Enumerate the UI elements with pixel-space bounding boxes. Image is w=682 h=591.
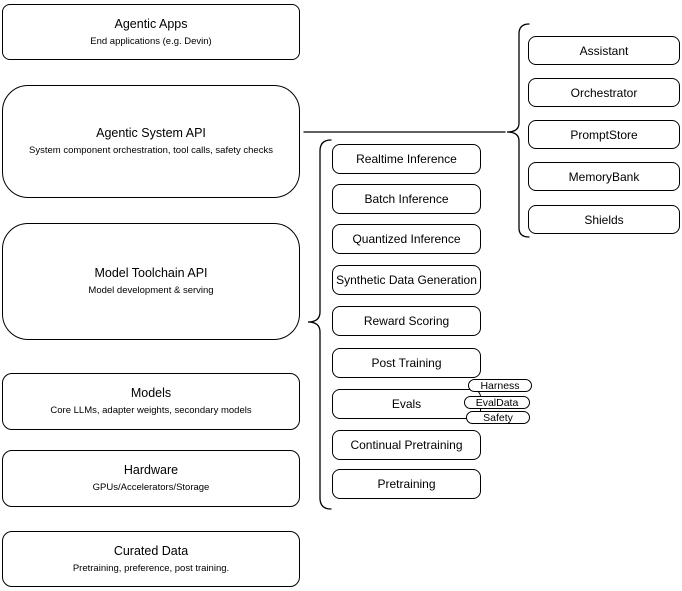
- node-models: Models Core LLMs, adapter weights, secon…: [2, 373, 300, 430]
- node-memorybank: MemoryBank: [528, 162, 680, 191]
- node-subtitle: System component orchestration, tool cal…: [29, 145, 273, 156]
- node-post-training: Post Training: [332, 348, 481, 378]
- node-title: Agentic Apps: [114, 16, 188, 31]
- node-shields: Shields: [528, 205, 680, 234]
- node-synthetic-data-generation: Synthetic Data Generation: [332, 265, 481, 295]
- node-reward-scoring: Reward Scoring: [332, 306, 481, 336]
- node-evals: Evals: [332, 389, 481, 419]
- node-model-toolchain-api: Model Toolchain API Model development & …: [2, 223, 300, 340]
- node-batch-inference: Batch Inference: [332, 184, 481, 214]
- node-subtitle: End applications (e.g. Devin): [90, 35, 212, 47]
- node-title: Agentic System API: [96, 126, 206, 140]
- node-orchestrator: Orchestrator: [528, 78, 680, 107]
- node-title: Hardware: [123, 463, 179, 477]
- brace-system-components: [506, 23, 530, 238]
- node-subtitle: GPUs/Accelerators/Storage: [92, 482, 210, 493]
- node-agentic-apps: Agentic Apps End applications (e.g. Devi…: [2, 4, 300, 60]
- node-assistant: Assistant: [528, 36, 680, 65]
- node-realtime-inference: Realtime Inference: [332, 144, 481, 174]
- tag-safety: Safety: [466, 411, 530, 424]
- node-title: Curated Data: [113, 543, 189, 558]
- node-subtitle: Model development & serving: [88, 285, 214, 296]
- node-hardware: Hardware GPUs/Accelerators/Storage: [2, 450, 300, 507]
- tag-evaldata: EvalData: [464, 396, 530, 409]
- node-subtitle: Core LLMs, adapter weights, secondary mo…: [50, 405, 252, 416]
- node-curated-data: Curated Data Pretraining, preference, po…: [2, 531, 300, 587]
- node-pretraining: Pretraining: [332, 469, 481, 499]
- node-subtitle: Pretraining, preference, post training.: [72, 562, 230, 574]
- node-agentic-system-api: Agentic System API System component orch…: [2, 85, 300, 198]
- node-quantized-inference: Quantized Inference: [332, 224, 481, 254]
- node-promptstore: PromptStore: [528, 120, 680, 149]
- node-title: Model Toolchain API: [94, 266, 208, 280]
- node-title: Models: [130, 386, 172, 400]
- tag-harness: Harness: [468, 379, 532, 392]
- brace-toolchain-items: [307, 139, 332, 510]
- node-continual-pretraining: Continual Pretraining: [332, 430, 481, 460]
